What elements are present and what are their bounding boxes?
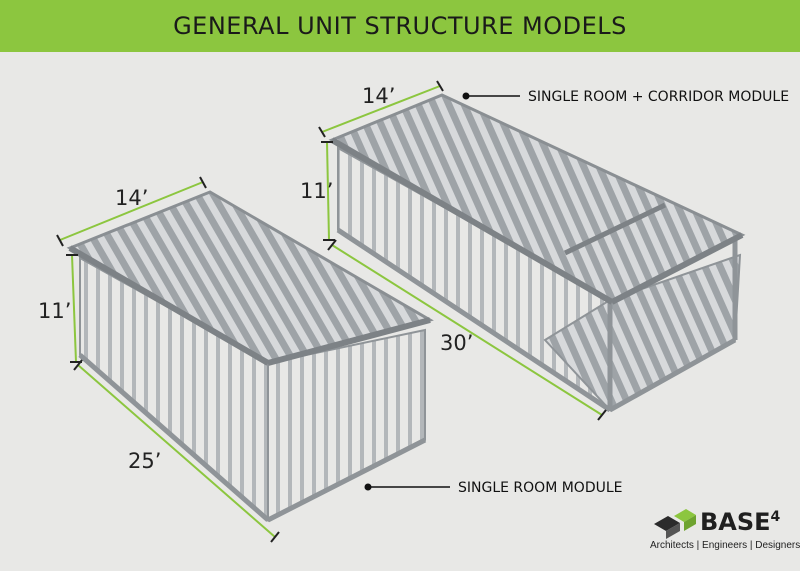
right-width-label: 14’ — [362, 84, 395, 108]
page-title: GENERAL UNIT STRUCTURE MODELS — [173, 12, 627, 40]
right-callout-label: SINGLE ROOM + CORRIDOR MODULE — [528, 89, 789, 105]
single-room-module — [66, 190, 434, 523]
left-callout: SINGLE ROOM MODULE — [364, 480, 623, 496]
left-height-label: 11’ — [38, 299, 71, 323]
right-height-label: 11’ — [300, 179, 333, 203]
single-room-corridor-module — [328, 93, 746, 413]
cube-logo-icon — [654, 509, 696, 539]
right-length-dimension — [327, 239, 607, 421]
left-length-label: 25’ — [128, 449, 161, 473]
brand-tagline: Architects | Engineers | Designers — [650, 540, 800, 551]
left-callout-label: SINGLE ROOM MODULE — [458, 480, 623, 496]
left-length-dimension — [73, 359, 280, 543]
title-banner: GENERAL UNIT STRUCTURE MODELS — [0, 0, 800, 52]
left-width-dimension — [56, 176, 207, 247]
right-width-dimension — [318, 80, 444, 138]
right-length-label: 30’ — [440, 331, 473, 355]
base4-logo: BASE4 Architects | Engineers | Designers — [650, 504, 800, 564]
brand-name: BASE4 — [700, 508, 781, 536]
left-width-label: 14’ — [115, 186, 148, 210]
right-callout: SINGLE ROOM + CORRIDOR MODULE — [462, 89, 789, 105]
right-height-dimension — [321, 141, 335, 241]
